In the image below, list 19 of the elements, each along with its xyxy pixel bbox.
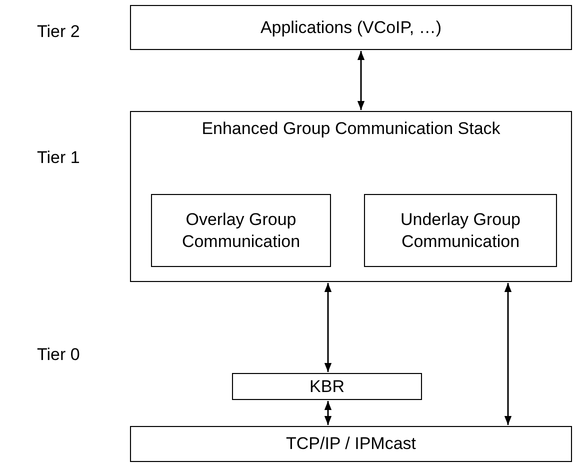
arrow bbox=[504, 283, 512, 425]
layer-box bbox=[364, 194, 557, 267]
stack-container bbox=[130, 111, 572, 282]
tier-label: Tier 2 bbox=[37, 22, 80, 42]
layer-box bbox=[130, 426, 572, 462]
container-heading: Enhanced Group Communication Stack bbox=[202, 118, 500, 140]
layer-box bbox=[232, 373, 422, 400]
box-label: KBR bbox=[310, 376, 344, 398]
box-label: Underlay Group Communication bbox=[399, 208, 522, 252]
arrow bbox=[324, 401, 332, 425]
box-label: Overlay Group Communication bbox=[180, 208, 302, 252]
tier-label: Tier 0 bbox=[37, 345, 80, 365]
tier-label: Tier 1 bbox=[37, 148, 80, 168]
layer-box bbox=[151, 194, 331, 267]
box-label: Applications (VCoIP, …) bbox=[260, 16, 442, 38]
arrow bbox=[324, 283, 332, 372]
layer-box bbox=[130, 5, 572, 50]
box-label: TCP/IP / IPMcast bbox=[286, 433, 416, 455]
arrow bbox=[357, 51, 365, 110]
